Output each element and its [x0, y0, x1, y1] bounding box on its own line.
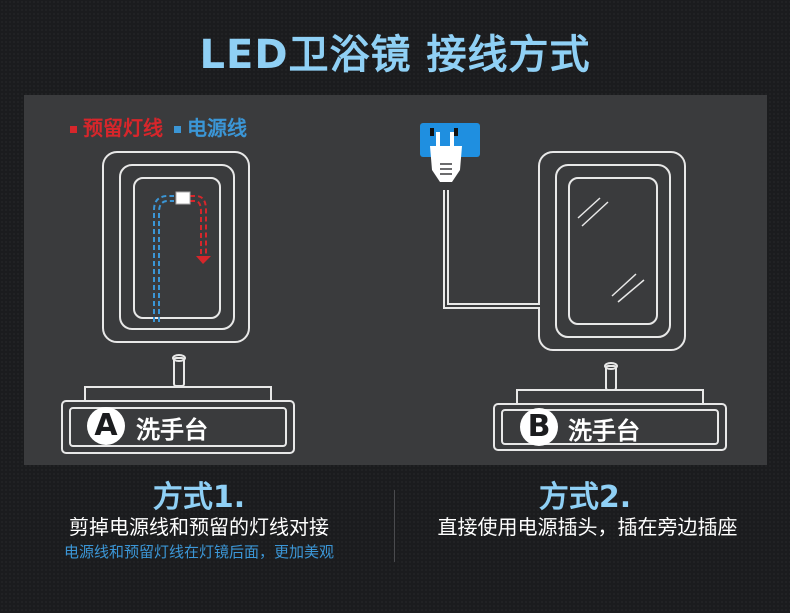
blue-wire — [153, 195, 174, 322]
method1-desc: 剪掉电源线和预留的灯线对接 — [69, 515, 329, 539]
power-cord — [443, 190, 540, 309]
mirror-reflection-icon — [577, 197, 645, 303]
legend-red-label: 预留灯线 — [83, 116, 163, 140]
mirror-a — [102, 151, 250, 343]
sink-a-label: 洗手台 — [136, 416, 208, 444]
sink-a — [61, 354, 295, 454]
red-square-icon — [70, 126, 77, 133]
red-wire — [190, 195, 207, 256]
sink-b — [493, 362, 727, 451]
method2-title: 方式2. — [538, 480, 632, 515]
page-title: LED卫浴镜 接线方式 — [199, 32, 591, 78]
method1-sub: 电源线和预留灯线在灯镜后面，更加美观 — [63, 543, 334, 561]
blue-square-icon — [173, 126, 181, 133]
letter-a-badge: A — [87, 407, 125, 445]
connector-icon — [175, 191, 211, 264]
sink-b-label: 洗手台 — [568, 417, 640, 445]
plug-icon — [430, 132, 462, 182]
method1-title: 方式1. — [152, 480, 246, 515]
mirror-b — [538, 151, 686, 351]
method-divider — [394, 490, 395, 562]
wire-legend: 预留灯线 电源线 — [66, 112, 247, 141]
method2-desc: 直接使用电源插头，插在旁边插座 — [437, 515, 738, 539]
legend-blue-label: 电源线 — [186, 116, 247, 140]
letter-b-badge: B — [520, 408, 558, 446]
